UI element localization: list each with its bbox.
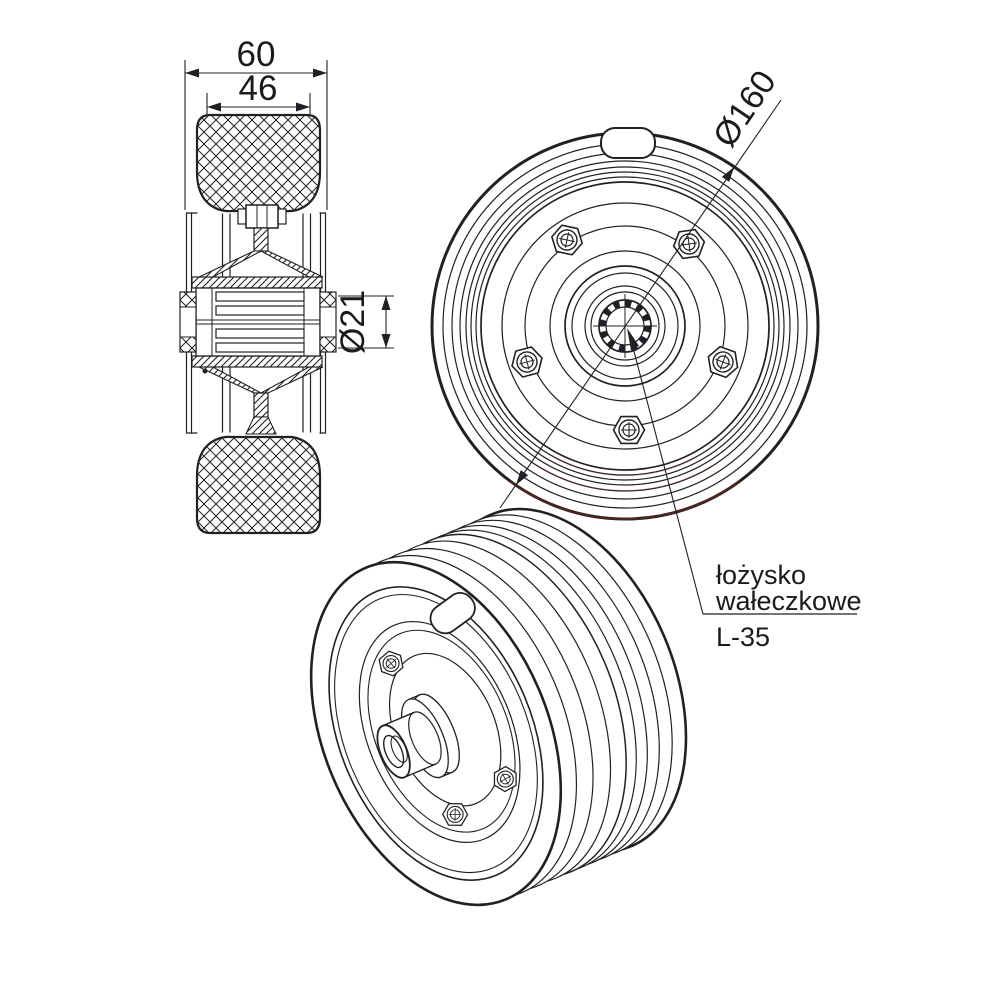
hub-end-caps bbox=[179, 291, 337, 353]
callout-line2: wałeczkowe bbox=[715, 586, 862, 616]
callout-line1: łożysko bbox=[716, 560, 806, 590]
tint-arcs bbox=[509, 457, 741, 521]
iso-hub bbox=[376, 693, 460, 779]
rim-slot bbox=[600, 127, 656, 159]
isometric-view bbox=[309, 507, 688, 907]
roller-bearing-hub bbox=[179, 276, 337, 368]
dimension-width-60: 60 bbox=[184, 35, 328, 210]
wheel-disc-section bbox=[198, 227, 324, 435]
dimension-bore-21: Ø21 bbox=[334, 290, 394, 354]
bearing-rollers bbox=[215, 291, 305, 353]
dimension-label-46: 46 bbox=[239, 69, 278, 108]
front-view bbox=[430, 127, 820, 521]
dimension-tread-46: 46 bbox=[206, 69, 311, 114]
dimension-label-60: 60 bbox=[237, 35, 276, 74]
callout-line3: L-35 bbox=[716, 622, 770, 652]
hub-nut bbox=[237, 204, 287, 229]
iso-rim-slot bbox=[429, 592, 476, 635]
side-section-view bbox=[179, 113, 337, 535]
dimension-label-160: Ø160 bbox=[706, 64, 784, 154]
bearing-callout: łożysko wałeczkowe L-35 bbox=[627, 328, 862, 652]
dimension-label-21: Ø21 bbox=[334, 290, 372, 354]
